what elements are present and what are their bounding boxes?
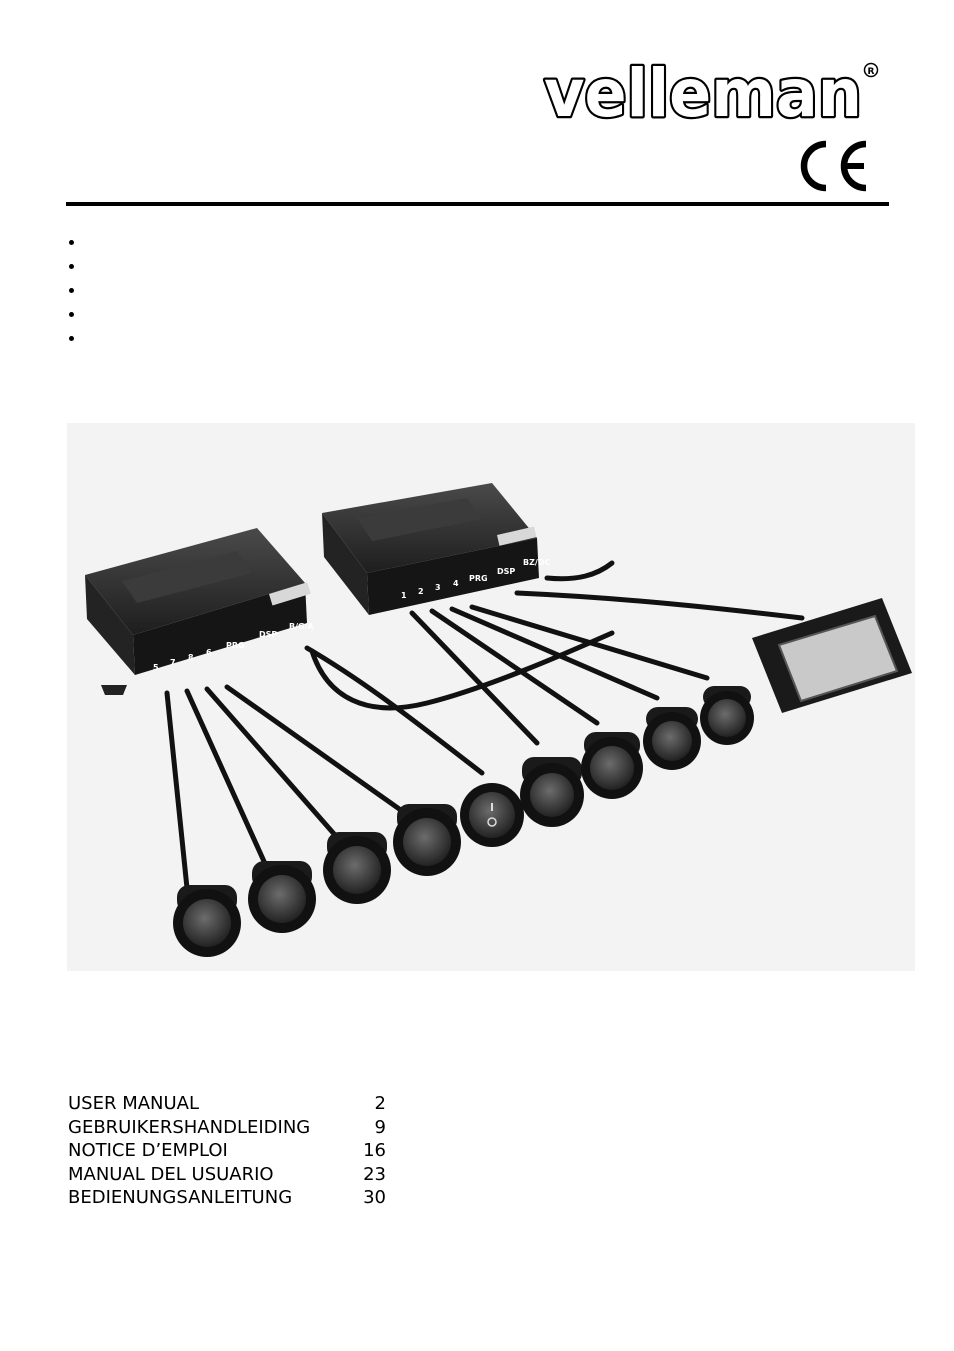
toc-title: MANUAL DEL USUARIO xyxy=(68,1163,274,1185)
product-photo: 5 7 8 6 PRG DSP B/G/A 1 2 3 4 PRG DSP BZ… xyxy=(67,423,915,971)
svg-text:DSP: DSP xyxy=(497,567,515,576)
toc-entry[interactable]: USER MANUAL 2 xyxy=(68,1092,386,1116)
svg-text:BZ/DC: BZ/DC xyxy=(523,558,550,567)
ce-mark-icon xyxy=(800,140,867,192)
header-rule xyxy=(66,202,889,206)
svg-text:5: 5 xyxy=(153,663,159,672)
svg-text:B/G/A: B/G/A xyxy=(289,622,315,631)
svg-text:PRG: PRG xyxy=(226,641,245,650)
toc-page-number: 23 xyxy=(363,1163,386,1185)
svg-text:PRG: PRG xyxy=(469,574,488,583)
toc-page-number: 16 xyxy=(363,1140,386,1161)
sensor-row xyxy=(173,686,754,957)
svg-text:1: 1 xyxy=(401,591,407,600)
svg-text:velleman: velleman xyxy=(544,56,862,128)
table-of-contents: USER MANUAL 2 GEBRUIKERSHANDLEIDING 9 NO… xyxy=(68,1092,386,1210)
svg-text:DSP: DSP xyxy=(259,630,277,639)
toc-page-number: 30 xyxy=(363,1187,386,1208)
svg-text:R: R xyxy=(868,67,875,77)
svg-text:6: 6 xyxy=(206,648,212,657)
toc-title: GEBRUIKERSHANDLEIDING xyxy=(68,1116,311,1138)
svg-text:4: 4 xyxy=(453,579,459,588)
toc-entry[interactable]: MANUAL DEL USUARIO 23 xyxy=(68,1163,386,1187)
left-unit-port-labels: 5 7 8 6 PRG DSP B/G/A xyxy=(153,622,315,672)
right-unit-port-labels: 1 2 3 4 PRG DSP BZ/DC xyxy=(401,558,550,600)
toc-entry[interactable]: GEBRUIKERSHANDLEIDING 9 xyxy=(68,1116,386,1140)
svg-text:7: 7 xyxy=(170,658,176,667)
toc-page-number: 2 xyxy=(374,1093,386,1114)
toc-entry[interactable]: BEDIENUNGSANLEITUNG 30 xyxy=(68,1186,386,1210)
svg-text:3: 3 xyxy=(435,583,441,592)
svg-text:2: 2 xyxy=(418,587,424,596)
toc-entry[interactable]: NOTICE D’EMPLOI 16 xyxy=(68,1139,386,1163)
toc-title: NOTICE D’EMPLOI xyxy=(68,1140,228,1161)
toc-title: USER MANUAL xyxy=(68,1093,200,1114)
toc-page-number: 9 xyxy=(374,1116,386,1138)
svg-text:8: 8 xyxy=(188,653,194,662)
svg-text:velleman: velleman xyxy=(544,56,862,128)
toc-title: BEDIENUNGSANLEITUNG xyxy=(68,1187,293,1208)
velleman-logo: velleman velleman R xyxy=(542,56,879,128)
